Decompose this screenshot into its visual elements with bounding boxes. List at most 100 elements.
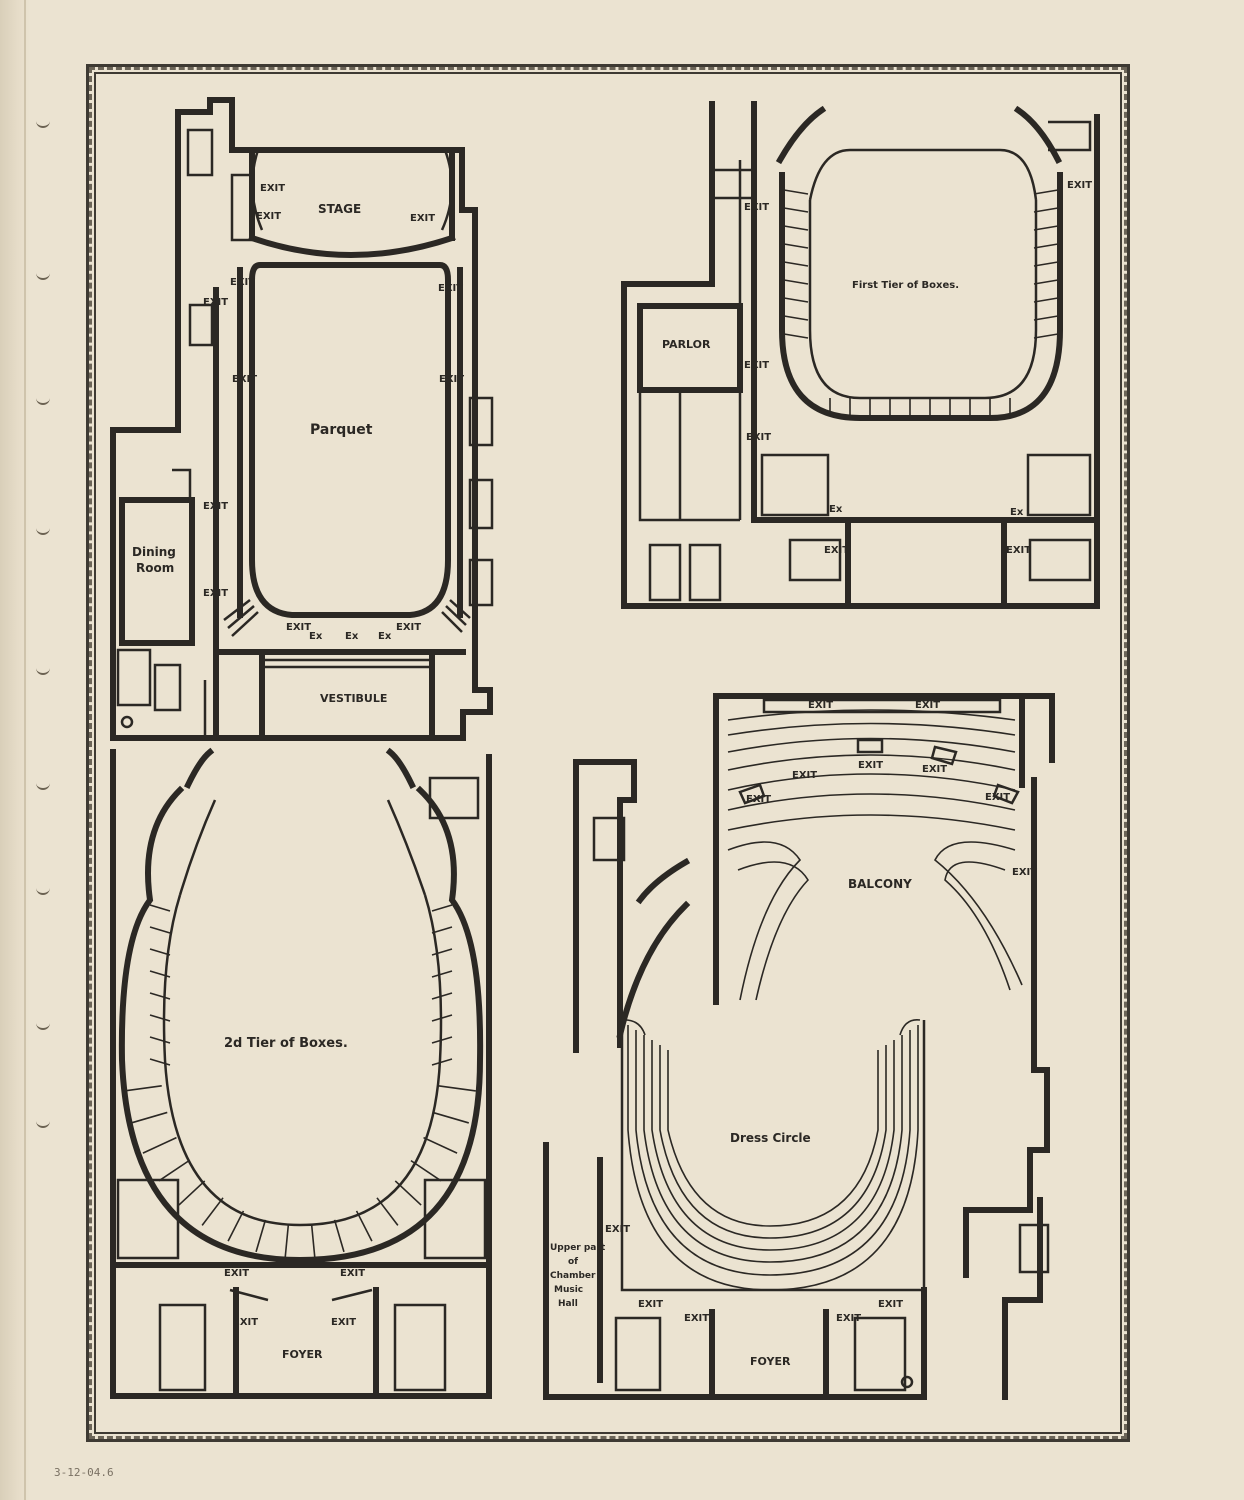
chamber-hall-label-1: Upper part [550, 1243, 606, 1253]
exit-label: EXIT [203, 588, 228, 599]
foyer-label: FOYER [750, 1355, 791, 1368]
box-partition [431, 904, 453, 912]
foyer-label: FOYER [282, 1348, 323, 1361]
vestibule-label: VESTIBULE [320, 692, 387, 705]
exit-label: EXIT [858, 760, 883, 771]
exit-label: EXIT [260, 183, 285, 194]
box-partition [333, 1219, 345, 1253]
stage-label: STAGE [318, 202, 361, 216]
exit-label: EXIT [792, 770, 817, 781]
binding-stitch [36, 665, 50, 675]
exit-label: EXIT [396, 622, 421, 633]
box-partition [431, 970, 453, 978]
dress-circle-plan: Dress Circle FOYER EXIT EXIT EXIT EXIT E… [543, 759, 1050, 1400]
exit-label: EXIT [808, 700, 833, 711]
exit-label: EXIT [605, 1224, 630, 1235]
box-partition [783, 207, 809, 213]
box-partition [1033, 297, 1059, 303]
exit-label: EXIT [1067, 180, 1092, 191]
exit-label: EXIT [203, 297, 228, 308]
balcony-title: BALCONY [848, 877, 912, 891]
binding-stitch [36, 1020, 50, 1030]
binding-stitch [36, 270, 50, 280]
exit-label: EXIT [922, 764, 947, 775]
box-partition [149, 970, 171, 978]
exit-label: EXIT [438, 283, 463, 294]
exit-label: EXIT [1006, 545, 1031, 556]
chamber-hall-label-4: Music [554, 1285, 583, 1295]
exit-label: EXIT [684, 1313, 709, 1324]
exit-label: EXIT [439, 374, 464, 385]
dining-room-label-1: Dining [132, 545, 176, 559]
box-partition [783, 333, 809, 339]
parquet-plan: STAGE Parquet VESTIBULE Dining Room EXIT… [110, 97, 494, 741]
box-partition [1033, 189, 1059, 195]
box-partition [131, 1111, 168, 1124]
dress-circle-title: Dress Circle [730, 1131, 811, 1145]
box-partition [201, 1197, 224, 1226]
exit-label: EXIT [824, 545, 849, 556]
box-partition [149, 1036, 171, 1044]
exit-label: EXIT [410, 213, 435, 224]
exit-label: EXIT [340, 1268, 365, 1279]
box-partition [158, 1159, 190, 1182]
exit-label: EXIT [1012, 867, 1037, 878]
ex-label: Ex [829, 504, 843, 515]
binding-stitch [36, 885, 50, 895]
exit-label: EXIT [230, 277, 255, 288]
box-partition [178, 1180, 206, 1206]
box-partition [149, 904, 171, 912]
box-partition [149, 926, 171, 934]
exit-label: EXIT [331, 1317, 356, 1328]
exit-label: EXIT [638, 1299, 663, 1310]
box-partition [355, 1210, 373, 1242]
box-partition [432, 1111, 469, 1124]
parlor-label: PARLOR [662, 338, 711, 351]
exit-label: EXIT [746, 432, 771, 443]
box-partition [149, 992, 171, 1000]
border-frame-hatch [89, 67, 1127, 1439]
box-partition [376, 1197, 399, 1226]
box-partition [310, 1224, 316, 1258]
exit-label: EXIT [256, 211, 281, 222]
first-tier-title: First Tier of Boxes. [852, 280, 959, 291]
box-partition [431, 992, 453, 1000]
box-partition [783, 297, 809, 303]
box-partition [1033, 279, 1059, 285]
box-partition [149, 1014, 171, 1022]
exit-label: EXIT [878, 1299, 903, 1310]
second-tier-title: 2d Tier of Boxes. [224, 1036, 348, 1051]
exit-label: EXIT [985, 792, 1010, 803]
ex-label: Ex [1010, 507, 1024, 518]
box-partition [783, 315, 809, 321]
box-partition [124, 1085, 162, 1092]
binding-stitch [36, 118, 50, 128]
ex-label: Ex [309, 631, 323, 642]
exit-label: EXIT [746, 794, 771, 805]
box-partition [431, 948, 453, 956]
ex-label: Ex [345, 631, 359, 642]
box-partition [1033, 225, 1059, 231]
chamber-hall-label-3: Chamber [550, 1271, 596, 1281]
box-partition [149, 1058, 171, 1066]
box-partition [227, 1210, 245, 1242]
box-partition [1033, 261, 1059, 267]
first-tier-plan: First Tier of Boxes. PARLOR EXIT EXIT EX… [621, 101, 1100, 609]
box-partition [431, 1058, 453, 1066]
spine-line [24, 0, 26, 1500]
ex-label: Ex [378, 631, 392, 642]
exit-label: EXIT [232, 374, 257, 385]
dining-room-label-2: Room [136, 561, 174, 575]
box-partition [410, 1159, 442, 1182]
box-partition [394, 1180, 422, 1206]
box-partition [783, 225, 809, 231]
box-partition [438, 1085, 476, 1092]
balcony-plan: BALCONY EXIT EXIT EXIT EXIT EXIT EXIT EX… [713, 693, 1055, 1005]
second-tier-plan: 2d Tier of Boxes. FOYER EXIT EXIT EXIT E… [110, 747, 492, 1399]
binding-stitch [36, 1118, 50, 1128]
box-partition [1033, 315, 1059, 321]
chamber-hall-label-5: Hall [558, 1299, 578, 1309]
box-partition [255, 1219, 267, 1253]
chamber-hall-label-2: of [568, 1257, 578, 1267]
